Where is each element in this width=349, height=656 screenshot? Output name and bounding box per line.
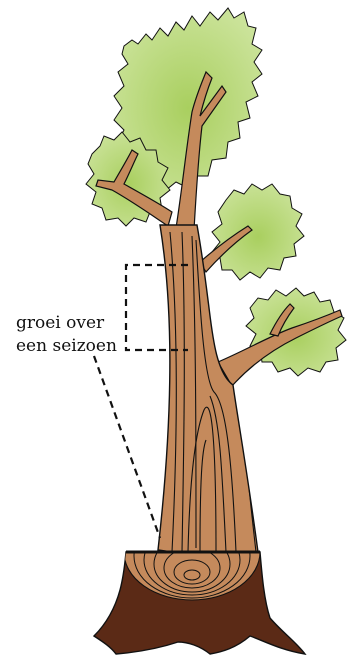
season-leader-line (94, 356, 160, 538)
label-line-1: groei over (16, 313, 105, 333)
foliage-right (212, 184, 304, 280)
label-line-2: een seizoen (16, 336, 117, 356)
